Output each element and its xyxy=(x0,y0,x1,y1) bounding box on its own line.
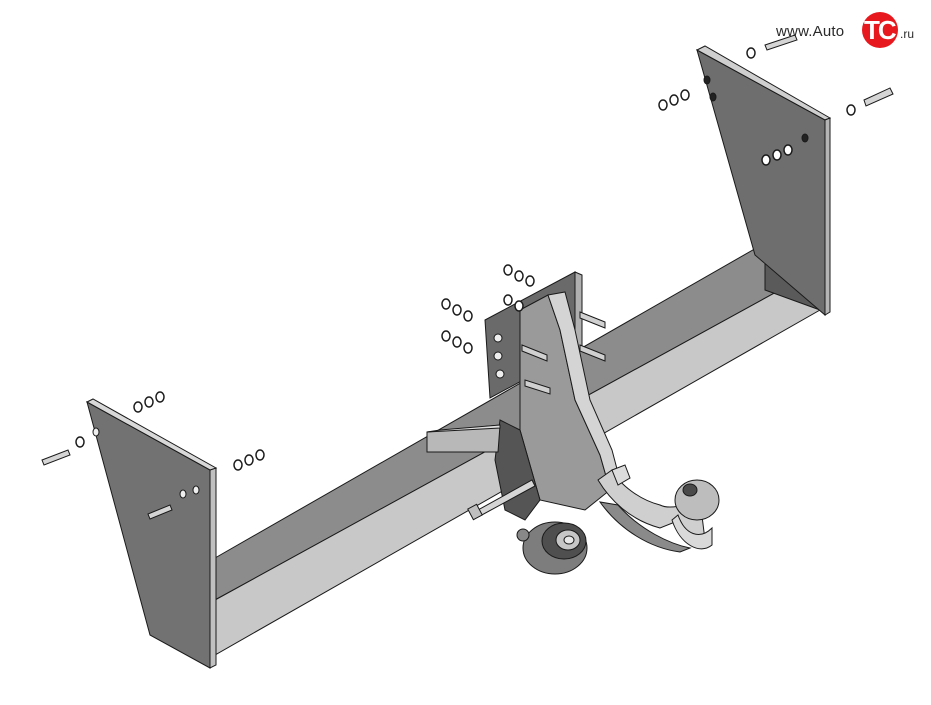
plate-hole xyxy=(179,489,187,499)
bolt-head xyxy=(467,503,483,521)
plate-hole xyxy=(495,369,505,379)
washer xyxy=(463,310,473,322)
washer xyxy=(761,154,771,166)
washer xyxy=(525,275,535,287)
watermark-text: www.Auto xyxy=(776,23,845,40)
ball-collar xyxy=(671,514,713,550)
plate-hole xyxy=(709,92,717,102)
beam-top-face xyxy=(214,242,822,601)
washer xyxy=(255,449,265,461)
neck-underside xyxy=(598,501,692,553)
right-mounting-plate xyxy=(695,45,832,317)
center-bolts xyxy=(521,311,606,395)
washer xyxy=(503,264,513,276)
washer xyxy=(783,144,793,156)
fastener-sets xyxy=(75,47,856,471)
bolt xyxy=(521,344,548,362)
washer xyxy=(452,336,462,348)
washer xyxy=(144,396,154,408)
washer xyxy=(244,454,254,466)
socket-nut xyxy=(516,528,530,542)
through-bolt xyxy=(467,464,631,521)
washer xyxy=(680,89,690,101)
plate-hole xyxy=(703,75,711,85)
washer xyxy=(669,94,679,106)
left-mounting-plate xyxy=(85,398,218,669)
washer xyxy=(133,401,143,413)
tow-ball[interactable] xyxy=(674,479,720,521)
left-plate-side xyxy=(209,467,217,669)
bolt xyxy=(147,504,173,520)
washer xyxy=(658,99,668,111)
left-plate-edge xyxy=(85,398,218,471)
tow-ball-highlight xyxy=(682,483,698,497)
bolt xyxy=(524,379,551,395)
washer xyxy=(514,300,524,312)
bolt xyxy=(579,311,606,329)
bracket-tab-shadow xyxy=(426,424,501,433)
loose-bolts xyxy=(41,34,894,520)
watermark-logo-circle xyxy=(862,12,898,48)
washer xyxy=(503,294,513,306)
washer xyxy=(155,391,165,403)
bolt xyxy=(863,87,894,107)
watermark-logo-letters: TC xyxy=(864,15,897,45)
site-watermark: www.Auto TC .ru xyxy=(776,12,928,48)
right-plate-side xyxy=(824,117,831,316)
washer xyxy=(452,304,462,316)
washer xyxy=(514,270,524,282)
washer xyxy=(772,149,782,161)
plate-hole xyxy=(192,485,200,495)
plate-hole xyxy=(493,351,503,361)
socket-center xyxy=(563,535,575,545)
left-plate-face xyxy=(86,400,211,669)
plate-hole xyxy=(801,133,809,143)
bolt xyxy=(579,344,606,362)
nut xyxy=(611,464,631,486)
bolt xyxy=(764,34,798,51)
tow-ball-neck xyxy=(597,469,720,553)
washer xyxy=(746,47,756,59)
washer xyxy=(233,459,243,471)
washer xyxy=(846,104,856,116)
washer xyxy=(441,330,451,342)
washer xyxy=(463,342,473,354)
plate-hole xyxy=(493,333,503,343)
bolt xyxy=(41,449,71,466)
socket-assembly xyxy=(516,521,588,575)
washer xyxy=(441,298,451,310)
washer xyxy=(75,436,85,448)
plate-hole xyxy=(92,427,100,437)
watermark-domain: .ru xyxy=(900,27,915,41)
